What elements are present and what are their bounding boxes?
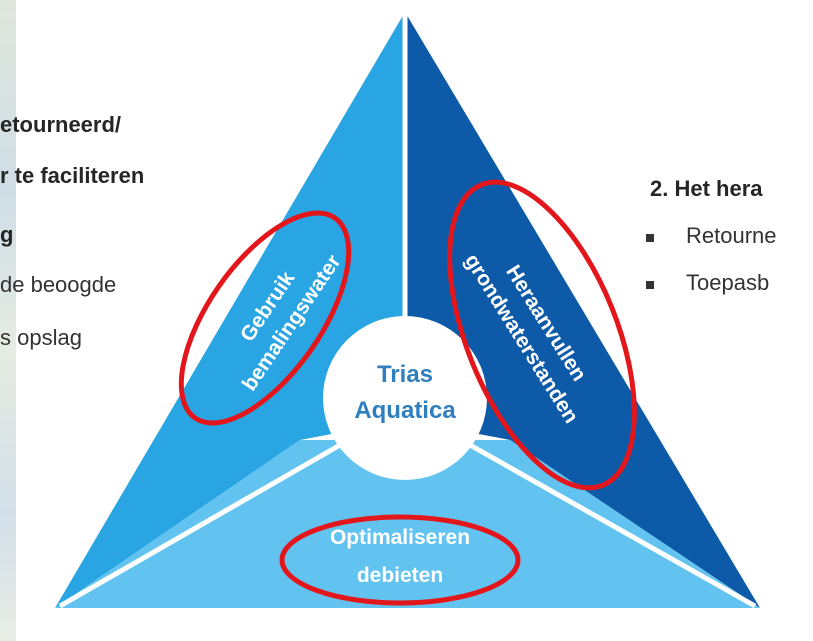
right-bullet-2: Toepasb <box>686 270 770 295</box>
bottom-segment-label-line-2: debieten <box>357 564 443 587</box>
bottom-segment-label-line-1: Optimaliseren <box>330 526 470 549</box>
divider-left <box>58 442 342 609</box>
center-label-line-1: Trias <box>377 361 433 388</box>
bottom-segment <box>55 440 760 608</box>
divider-right <box>468 442 757 609</box>
center-label-line-2: Aquatica <box>354 397 456 424</box>
left-text-line-4: de beoogde <box>0 272 117 297</box>
left-text-line-3: g <box>0 222 14 247</box>
right-heading: 2. Het hera <box>650 176 763 201</box>
highlight-ellipse-right <box>447 179 637 491</box>
highlight-ellipse-left <box>178 210 352 426</box>
right-segment <box>405 12 760 608</box>
bullet-icon <box>646 281 654 289</box>
left-text-line-5: s opslag <box>0 325 82 350</box>
center-circle <box>323 316 487 480</box>
highlight-ellipse-bottom <box>279 514 521 606</box>
left-segment <box>55 12 405 608</box>
bullet-icon <box>646 234 654 242</box>
left-text-line-1: etourneerd/ <box>0 112 122 137</box>
background-image-strip <box>0 0 16 641</box>
left-text-line-2: r te faciliteren <box>0 163 145 188</box>
right-bullet-1: Retourne <box>686 223 777 248</box>
